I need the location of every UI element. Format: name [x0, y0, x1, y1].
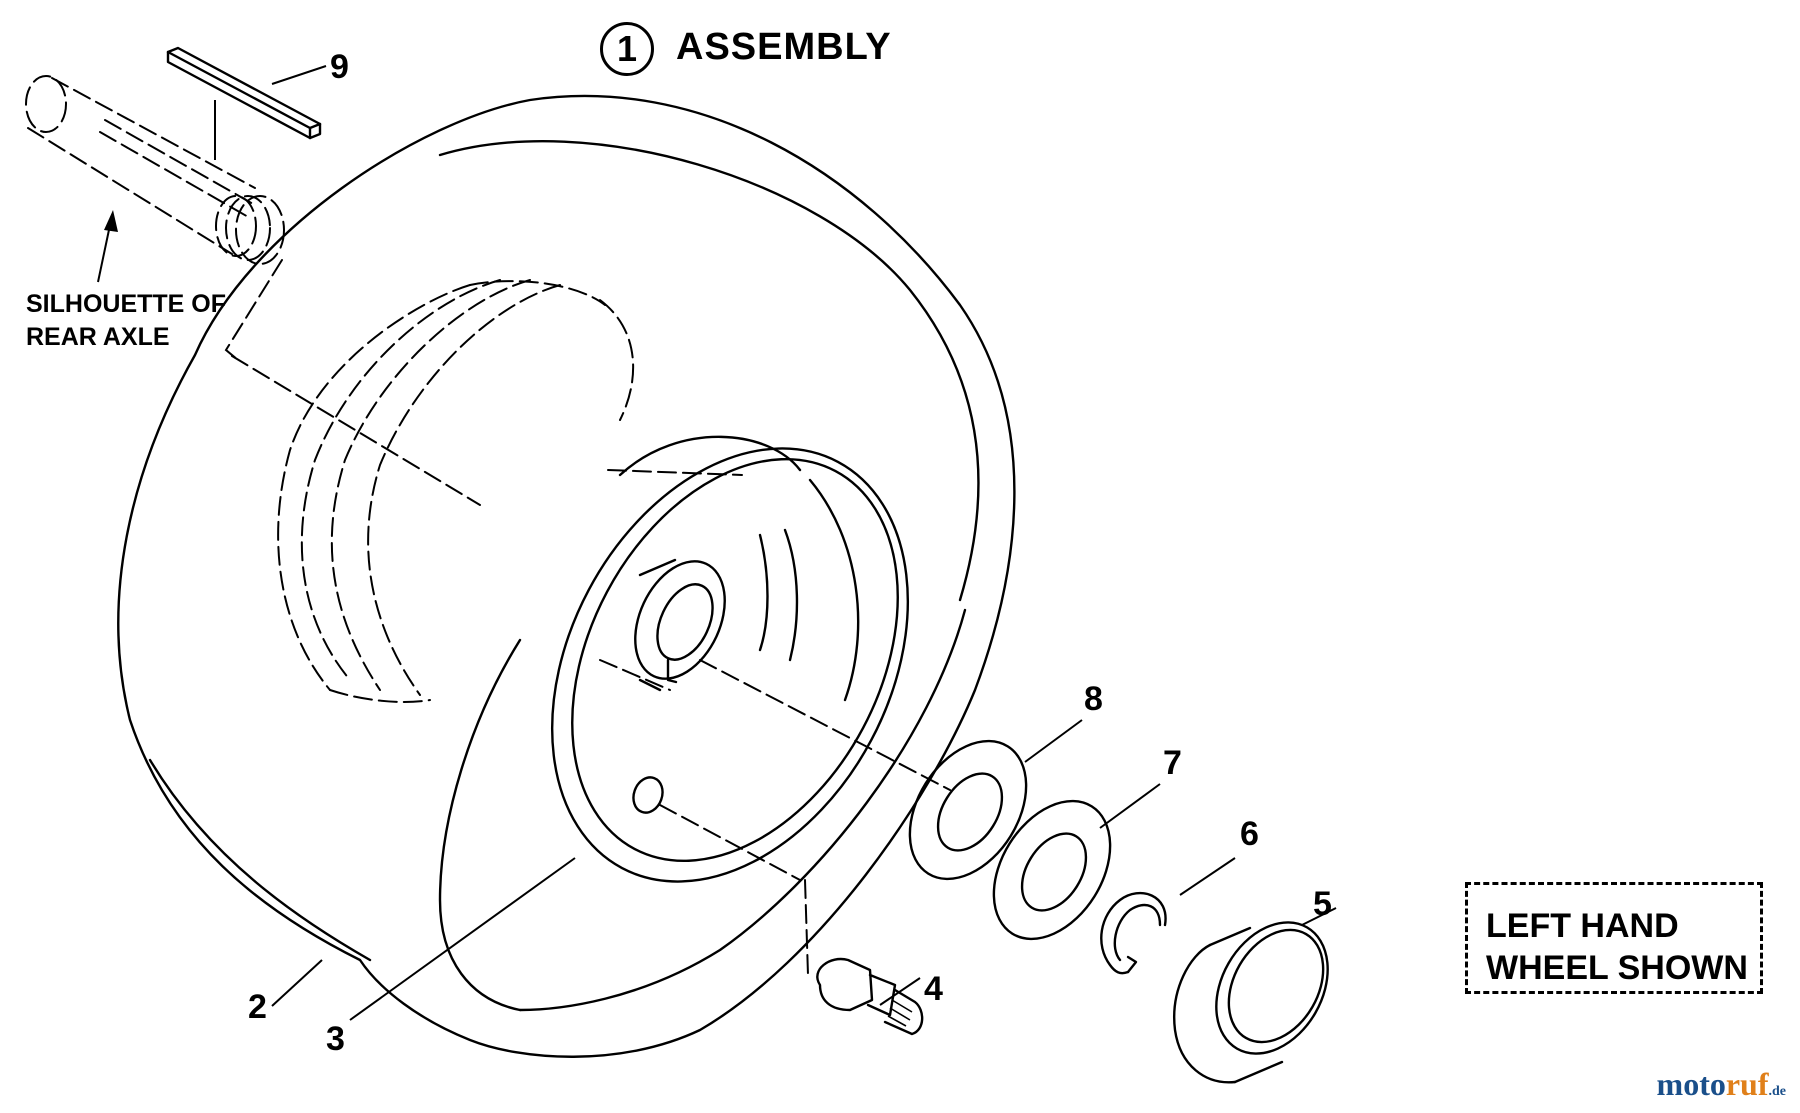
- axle-label: SILHOUETTE OF REAR AXLE: [26, 288, 226, 354]
- axle-label-line2: REAR AXLE: [26, 323, 170, 351]
- rear-axle-silhouette: [25, 75, 285, 265]
- washer-7-part: [992, 799, 1112, 941]
- callout-6: 6: [1240, 815, 1259, 853]
- assembly-number-circle: 1: [600, 22, 654, 76]
- callout-8: 8: [1084, 680, 1103, 718]
- axle-label-arrow: [97, 210, 118, 283]
- axle-label-line1: SILHOUETTE OF: [26, 290, 226, 318]
- assembly-title: ASSEMBLY: [676, 26, 892, 68]
- watermark-part2: ruf: [1725, 1066, 1769, 1102]
- key-part: [166, 46, 322, 160]
- callout-9: 9: [330, 48, 349, 86]
- rim-part: [550, 435, 951, 976]
- watermark-logo: motoruf.de: [1657, 1066, 1786, 1103]
- tire-part: [117, 94, 1016, 1058]
- callout-3: 3: [326, 1020, 345, 1058]
- callout-leaders: [271, 65, 1337, 1021]
- callout-4: 4: [924, 970, 943, 1008]
- watermark-part3: .de: [1768, 1084, 1787, 1099]
- axle-bracket: [224, 259, 743, 506]
- retaining-ring-part: [1100, 891, 1167, 975]
- bushing-part: [1173, 921, 1329, 1084]
- callout-5: 5: [1313, 885, 1332, 923]
- left-hand-note-line2: WHEEL SHOWN: [1486, 949, 1748, 987]
- callout-2: 2: [248, 988, 267, 1026]
- valve-stem-part: [816, 957, 924, 1036]
- callout-numbers: 9 2 3 4 5 6 7 8: [248, 48, 1332, 1058]
- washer-8-part: [908, 739, 1028, 881]
- callout-7: 7: [1163, 744, 1182, 782]
- watermark-part1: moto: [1656, 1066, 1726, 1102]
- left-hand-note: LEFT HAND WHEEL SHOWN: [1465, 882, 1763, 994]
- left-hand-note-line1: LEFT HAND: [1486, 907, 1679, 945]
